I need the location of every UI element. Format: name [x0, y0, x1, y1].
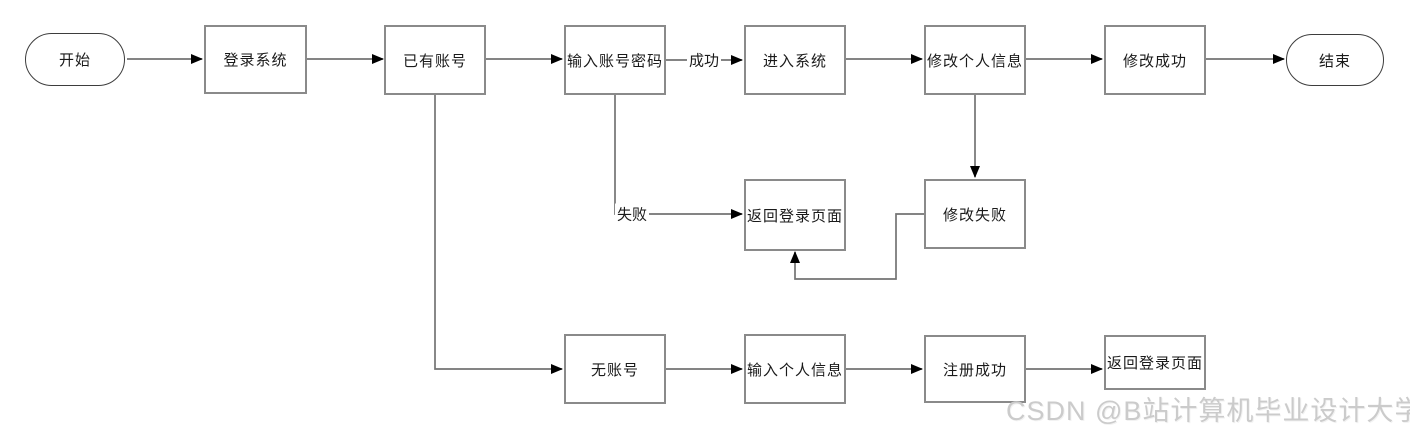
flow-node-has-account: 已有账号: [384, 25, 486, 95]
flow-node-start: 开始: [25, 33, 125, 86]
flow-node-return-login-page-bottom: 返回登录页面: [1104, 335, 1206, 390]
flow-node-modify-personal-info: 修改个人信息: [924, 25, 1026, 95]
flow-node-return-login-page-mid: 返回登录页面: [744, 179, 846, 251]
flow-node-register-success: 注册成功: [924, 335, 1026, 403]
flow-node-modify-success: 修改成功: [1104, 25, 1206, 95]
flow-node-no-account: 无账号: [564, 334, 666, 404]
edge-label-fail: 失败: [614, 203, 650, 225]
flow-node-end: 结束: [1286, 34, 1384, 86]
connector-has-account-to-no-account: [434, 95, 563, 374]
flow-node-enter-credentials: 输入账号密码: [564, 25, 666, 95]
flow-node-modify-fail: 修改失败: [924, 179, 1026, 249]
connector-credentials-fail-to-return-login: [614, 95, 743, 219]
connector-modify-fail-to-return-login: [790, 213, 924, 280]
edge-label-success: 成功: [686, 49, 722, 71]
csdn-watermark: CSDN @B站计算机毕业设计大学: [1006, 396, 1410, 426]
flow-node-login-system: 登录系统: [204, 25, 307, 94]
flow-node-enter-system: 进入系统: [744, 25, 846, 95]
flow-node-enter-personal-info: 输入个人信息: [744, 334, 846, 404]
